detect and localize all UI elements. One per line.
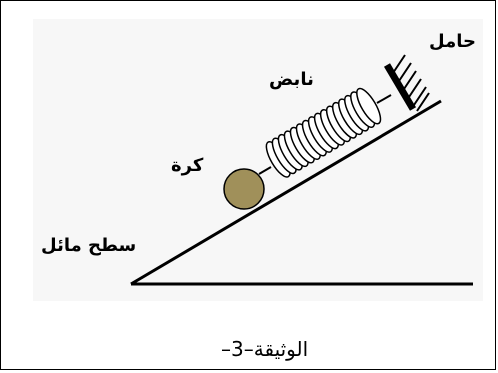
holder-label: حامل xyxy=(429,31,476,52)
spring-connector xyxy=(376,94,392,104)
inclined-surface-label: سطح مائل xyxy=(41,235,137,256)
ball-circle xyxy=(223,168,265,210)
document-caption: الوثيقة–3– xyxy=(221,337,309,361)
holder-icon xyxy=(383,54,430,112)
ball-connector xyxy=(258,166,272,175)
ball-label: كرة xyxy=(171,155,204,176)
spring-coils xyxy=(265,87,382,178)
spring-label: نابض xyxy=(269,69,314,90)
inclined-surface-line xyxy=(130,99,442,286)
